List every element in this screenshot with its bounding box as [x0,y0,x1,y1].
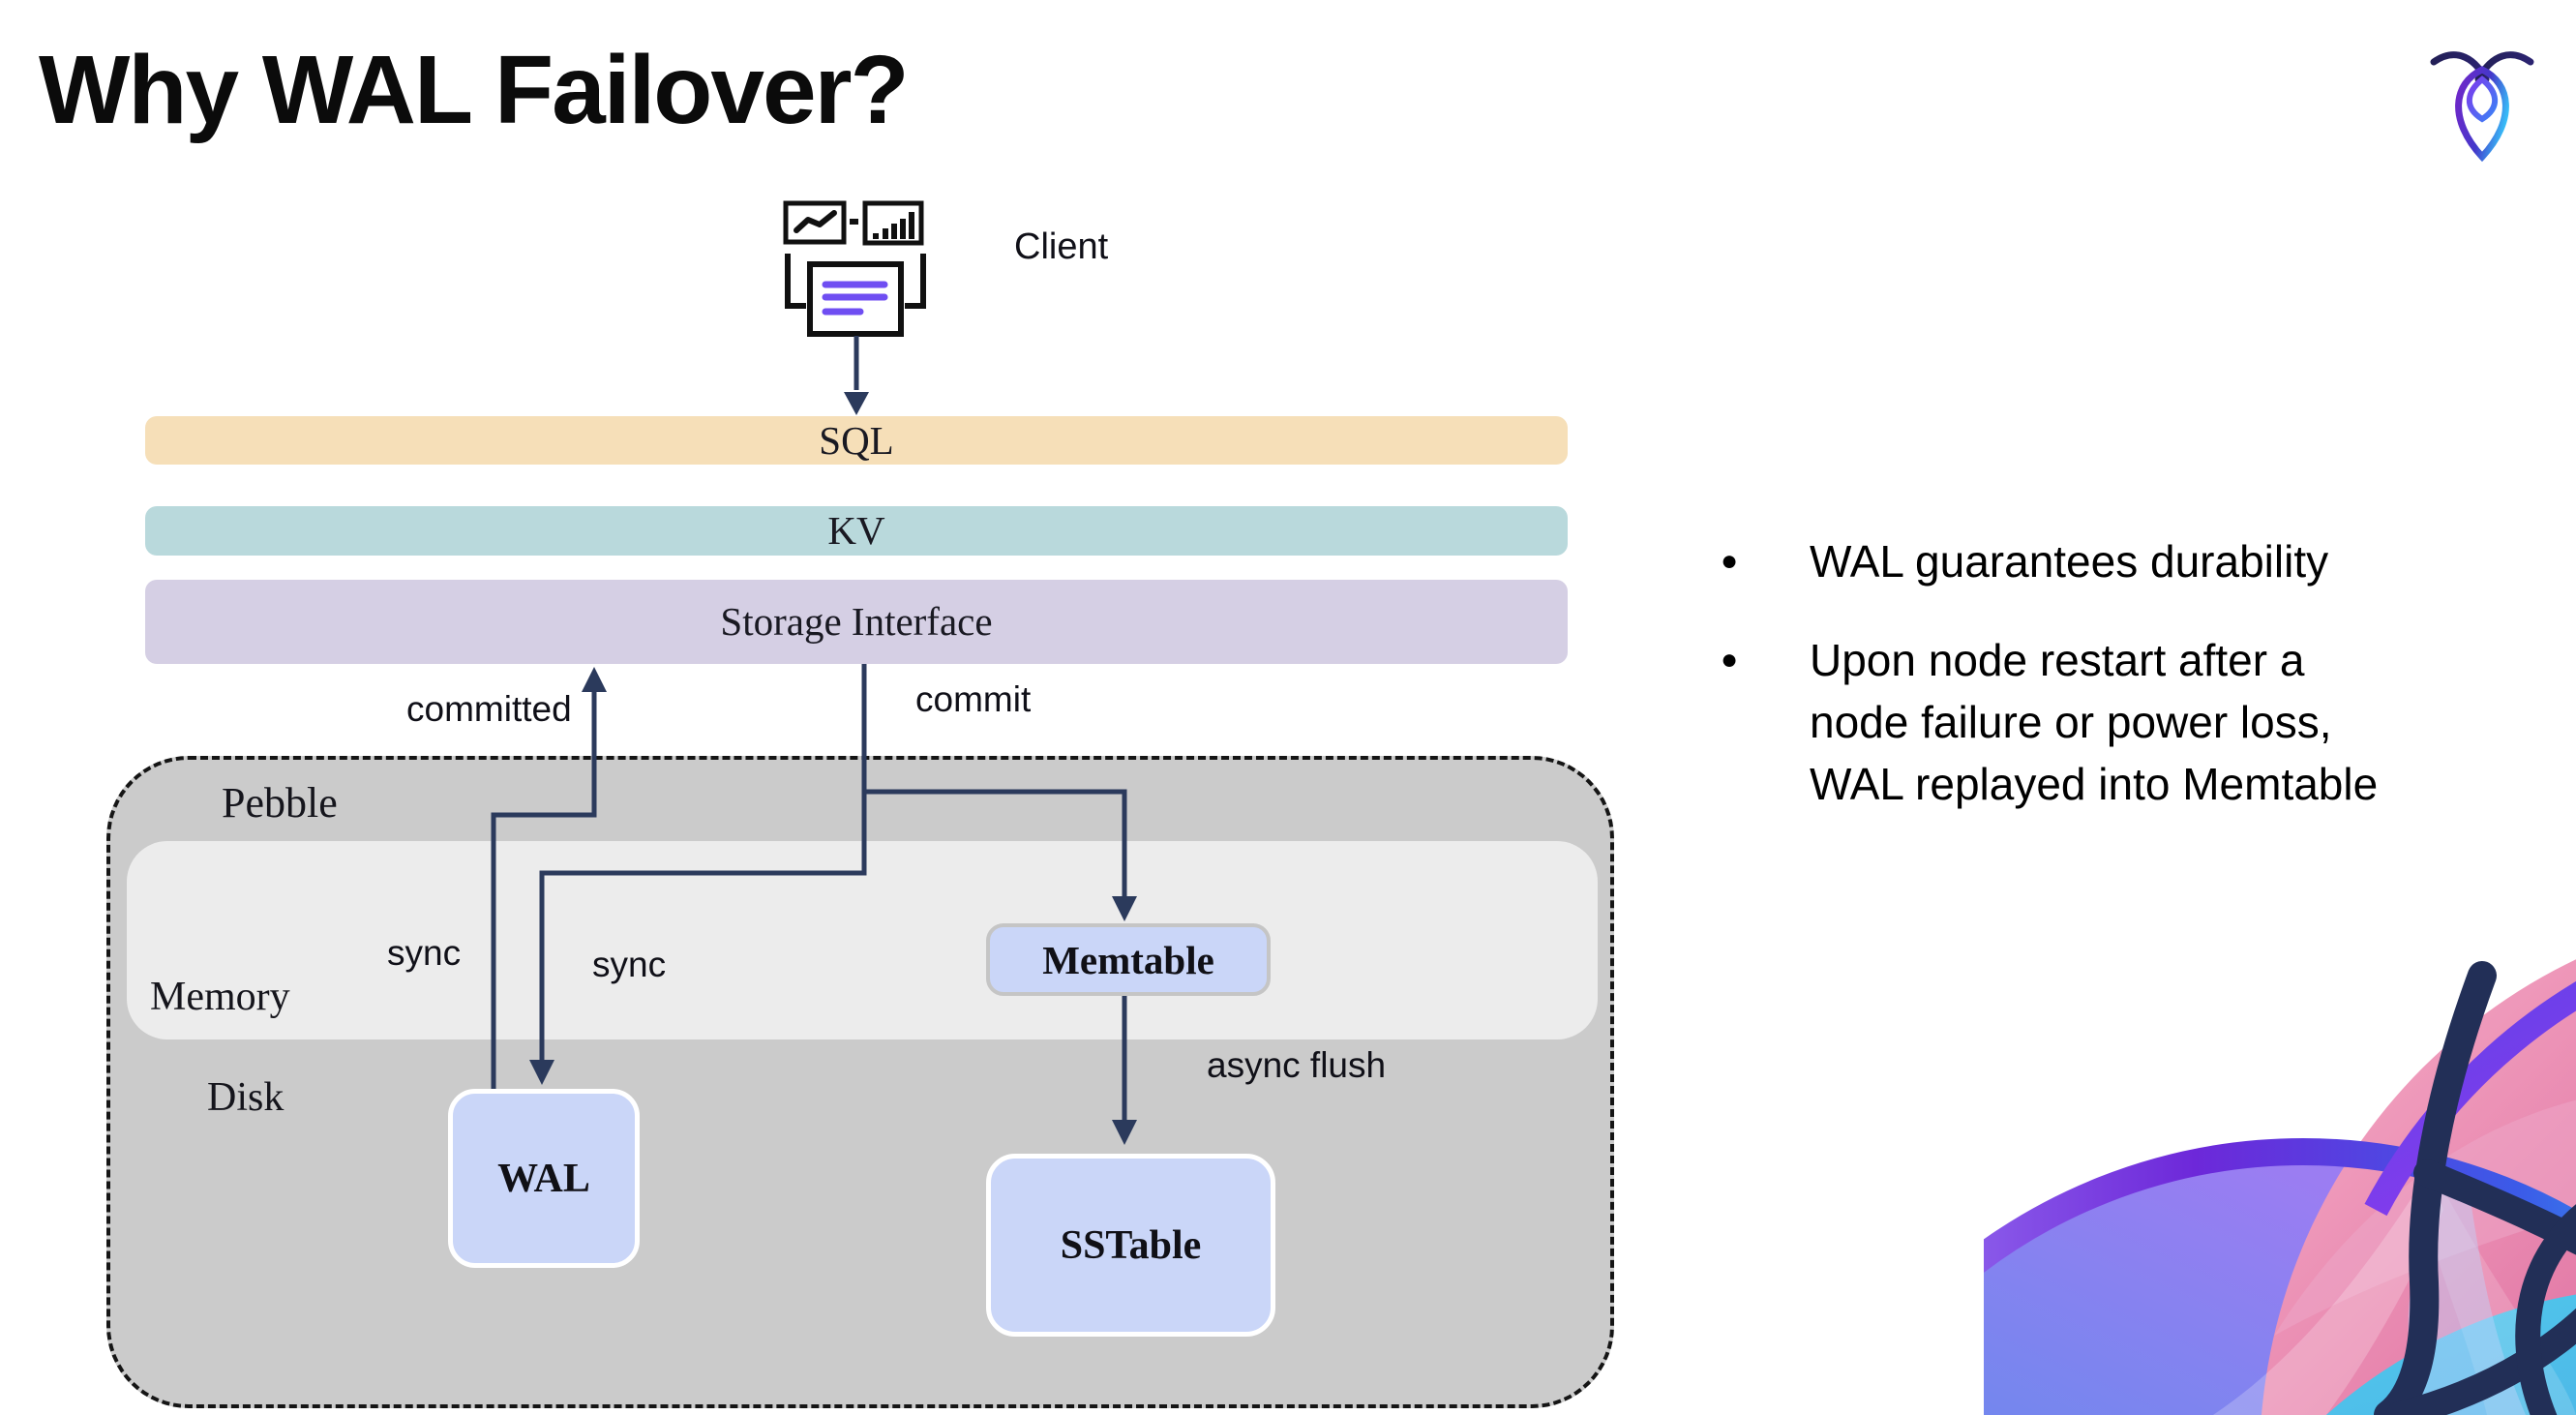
brand-artwork-icon [1984,959,2576,1415]
memtable-box: Memtable [986,923,1271,996]
document-lines-icon [822,281,888,316]
async-flush-label: async flush [1207,1045,1387,1085]
bullet-dot-icon: ● [1721,545,1739,577]
commit-label: commit [915,679,1032,719]
bullet-text: WAL guarantees durability [1810,536,2329,587]
layer-bar-kv: KV [145,506,1568,556]
memory-label: Memory [150,975,290,1019]
wal-box: WAL [448,1089,640,1268]
layer-bar-sql: SQL [145,416,1568,465]
sync-left-label: sync [387,933,462,973]
sync-right-label: sync [592,945,667,984]
sstable-box: SSTable [986,1154,1275,1337]
client-to-sql-arrow [844,336,869,415]
page-title: Why WAL Failover? [39,36,910,144]
pebble-label: Pebble [222,779,338,827]
committed-label: committed [406,689,572,729]
memory-band [127,841,1598,1039]
client-icon [783,200,926,337]
bullet-text: Upon node restart after a node failure o… [1810,635,2379,809]
bullet-item: ● Upon node restart after a node failure… [1721,629,2572,815]
bullet-dot-icon: ● [1721,644,1739,676]
cockroachdb-logo-icon [2430,51,2534,163]
bullet-item: ● WAL guarantees durability [1721,530,2572,592]
client-label: Client [1014,226,1109,267]
disk-label: Disk [207,1075,285,1120]
bullet-list: ● WAL guarantees durability ● Upon node … [1721,530,2572,852]
layer-bar-storage-interface: Storage Interface [145,580,1568,664]
